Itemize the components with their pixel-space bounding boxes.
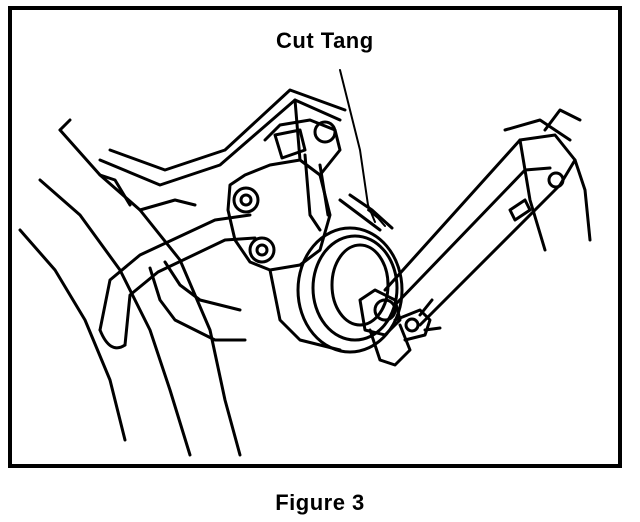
figure-caption: Figure 3 <box>275 490 365 515</box>
cut-tang-label: Cut Tang <box>276 28 374 53</box>
valve-block <box>226 118 342 272</box>
figure-frame <box>8 6 622 468</box>
callout-leader <box>339 69 386 227</box>
bolt-upper <box>232 186 260 214</box>
sensor-housing <box>268 193 404 354</box>
bolt-lower <box>248 236 276 264</box>
top-bolt-head <box>273 128 307 160</box>
control-arm <box>383 108 592 327</box>
mounting-bracket <box>98 88 347 187</box>
stabilizer-bar <box>98 213 257 350</box>
link-bolt-assembly <box>358 288 442 367</box>
arm-slot <box>508 198 532 222</box>
